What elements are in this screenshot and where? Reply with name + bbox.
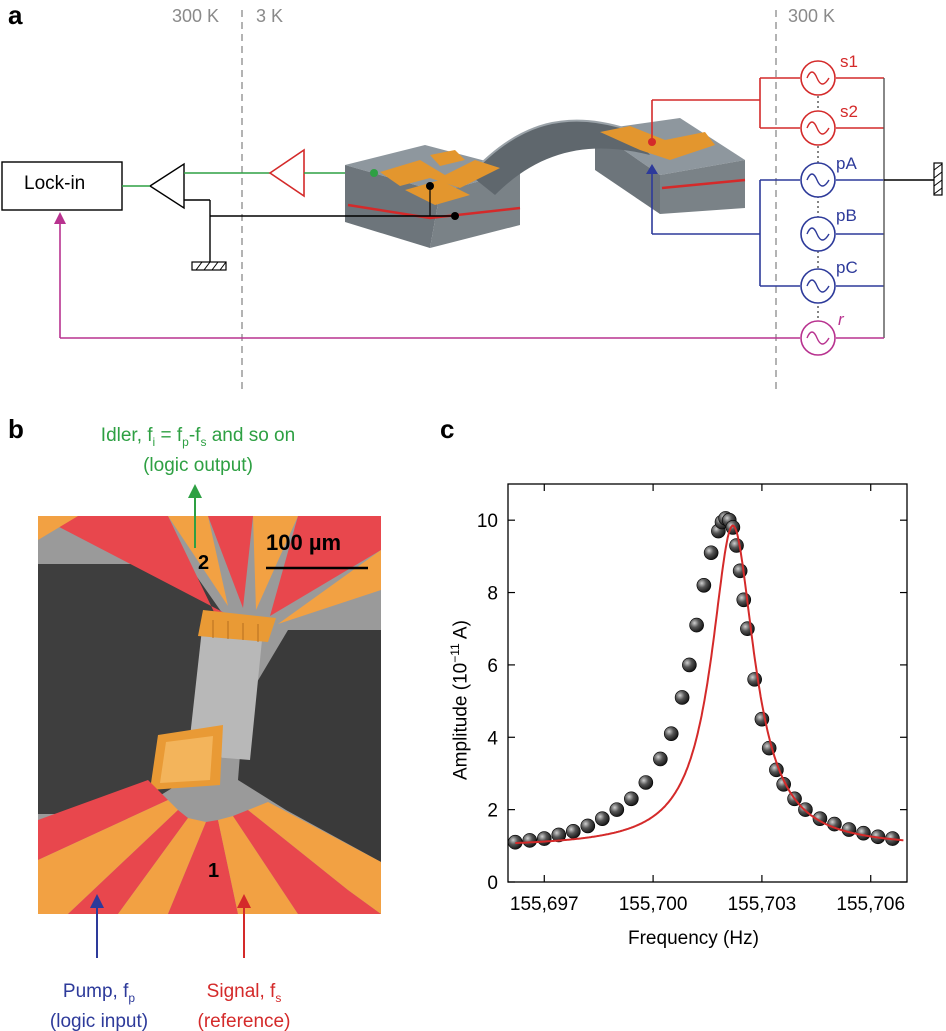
gen-pb-label: pB (836, 206, 857, 225)
ground-symbol-left (191, 261, 227, 271)
data-point (551, 827, 567, 843)
panel-c-label: c (440, 414, 455, 444)
idler-line-1: Idler, fi = fp-fs and so on (100, 425, 296, 449)
data-point (725, 520, 741, 535)
data-point (663, 726, 679, 741)
x-tick-label: 155,700 (619, 894, 688, 915)
x-tick-label: 155,706 (836, 894, 905, 915)
diff-amplifier (148, 162, 185, 210)
gen-r-label: r (838, 310, 844, 329)
scale-bar-label: 100 µm (266, 530, 342, 555)
device-render (345, 118, 746, 248)
data-point (624, 791, 639, 807)
temp-left-warm: 300 K (172, 6, 220, 26)
input-arrows (90, 894, 251, 958)
data-point (565, 824, 581, 839)
y-tick-label: 0 (487, 873, 498, 894)
data-point (856, 825, 871, 841)
pump-caption: Pump, fp (logic input) (24, 980, 174, 1031)
data-point (703, 545, 719, 561)
data-point (595, 811, 610, 826)
gen-pa-label: pA (836, 154, 857, 173)
panel-b-label: b (8, 414, 24, 444)
port-2-label: 2 (198, 552, 210, 574)
data-point (522, 833, 538, 848)
y-tick-label: 10 (477, 511, 498, 532)
x-tick-label: 155,703 (728, 894, 797, 915)
lockin-box (1, 161, 123, 211)
data-point (696, 578, 712, 593)
gen-pc-label: pC (836, 258, 858, 277)
signal-line-2: (reference) (197, 1010, 291, 1031)
data-point (653, 751, 668, 767)
temp-right-warm: 300 K (788, 6, 836, 26)
gen-pa-icon (800, 162, 836, 198)
device-micrograph (38, 484, 381, 914)
x-axis-title: Frequency (Hz) (628, 928, 759, 949)
y-tick-label: 8 (487, 584, 498, 605)
ground-symbol-right (933, 162, 943, 196)
data-point (536, 831, 552, 846)
pump-line-2: (logic input) (49, 1010, 149, 1031)
y-tick-label: 4 (487, 728, 498, 749)
fit-curve (515, 524, 904, 845)
gen-s1-label: s1 (840, 52, 858, 71)
cryo-amplifier (268, 148, 305, 198)
port-1-label: 1 (208, 860, 220, 882)
idler-caption: Idler, fi = fp-fs and so on (logic outpu… (40, 424, 356, 478)
gen-r-icon (800, 320, 836, 356)
data-point (580, 818, 596, 834)
signal-caption: Signal, fs (reference) (174, 980, 314, 1031)
data-point (674, 690, 690, 705)
data-point (609, 802, 625, 817)
pump-line-1: Pump, fp (62, 981, 136, 1005)
gen-s2-icon (800, 110, 836, 146)
lockin-label: Lock-in (24, 173, 86, 194)
panel-a-label: a (8, 0, 23, 30)
x-tick-label: 155,697 (510, 894, 579, 915)
gen-s2-label: s2 (840, 102, 858, 121)
data-point (682, 657, 697, 673)
data-point (841, 822, 857, 837)
gen-s1-icon (800, 60, 836, 96)
resonance-chart: 155,697 155,700 155,703 155,706 0 2 4 6 8 10 (477, 483, 908, 915)
data-point (689, 617, 704, 633)
gen-pb-icon (800, 216, 836, 252)
signal-line-1: Signal, fs (206, 981, 282, 1005)
plot-frame (507, 483, 908, 883)
y-tick-label: 2 (487, 801, 498, 822)
data-point (638, 775, 654, 790)
gen-pc-icon (800, 268, 836, 304)
setup-schematic (1, 10, 943, 392)
idler-line-2: (logic output) (143, 454, 253, 476)
temp-cold: 3 K (256, 6, 284, 26)
y-tick-label: 6 (487, 656, 498, 677)
y-axis-title: Amplitude (10−11 A) (448, 620, 472, 780)
